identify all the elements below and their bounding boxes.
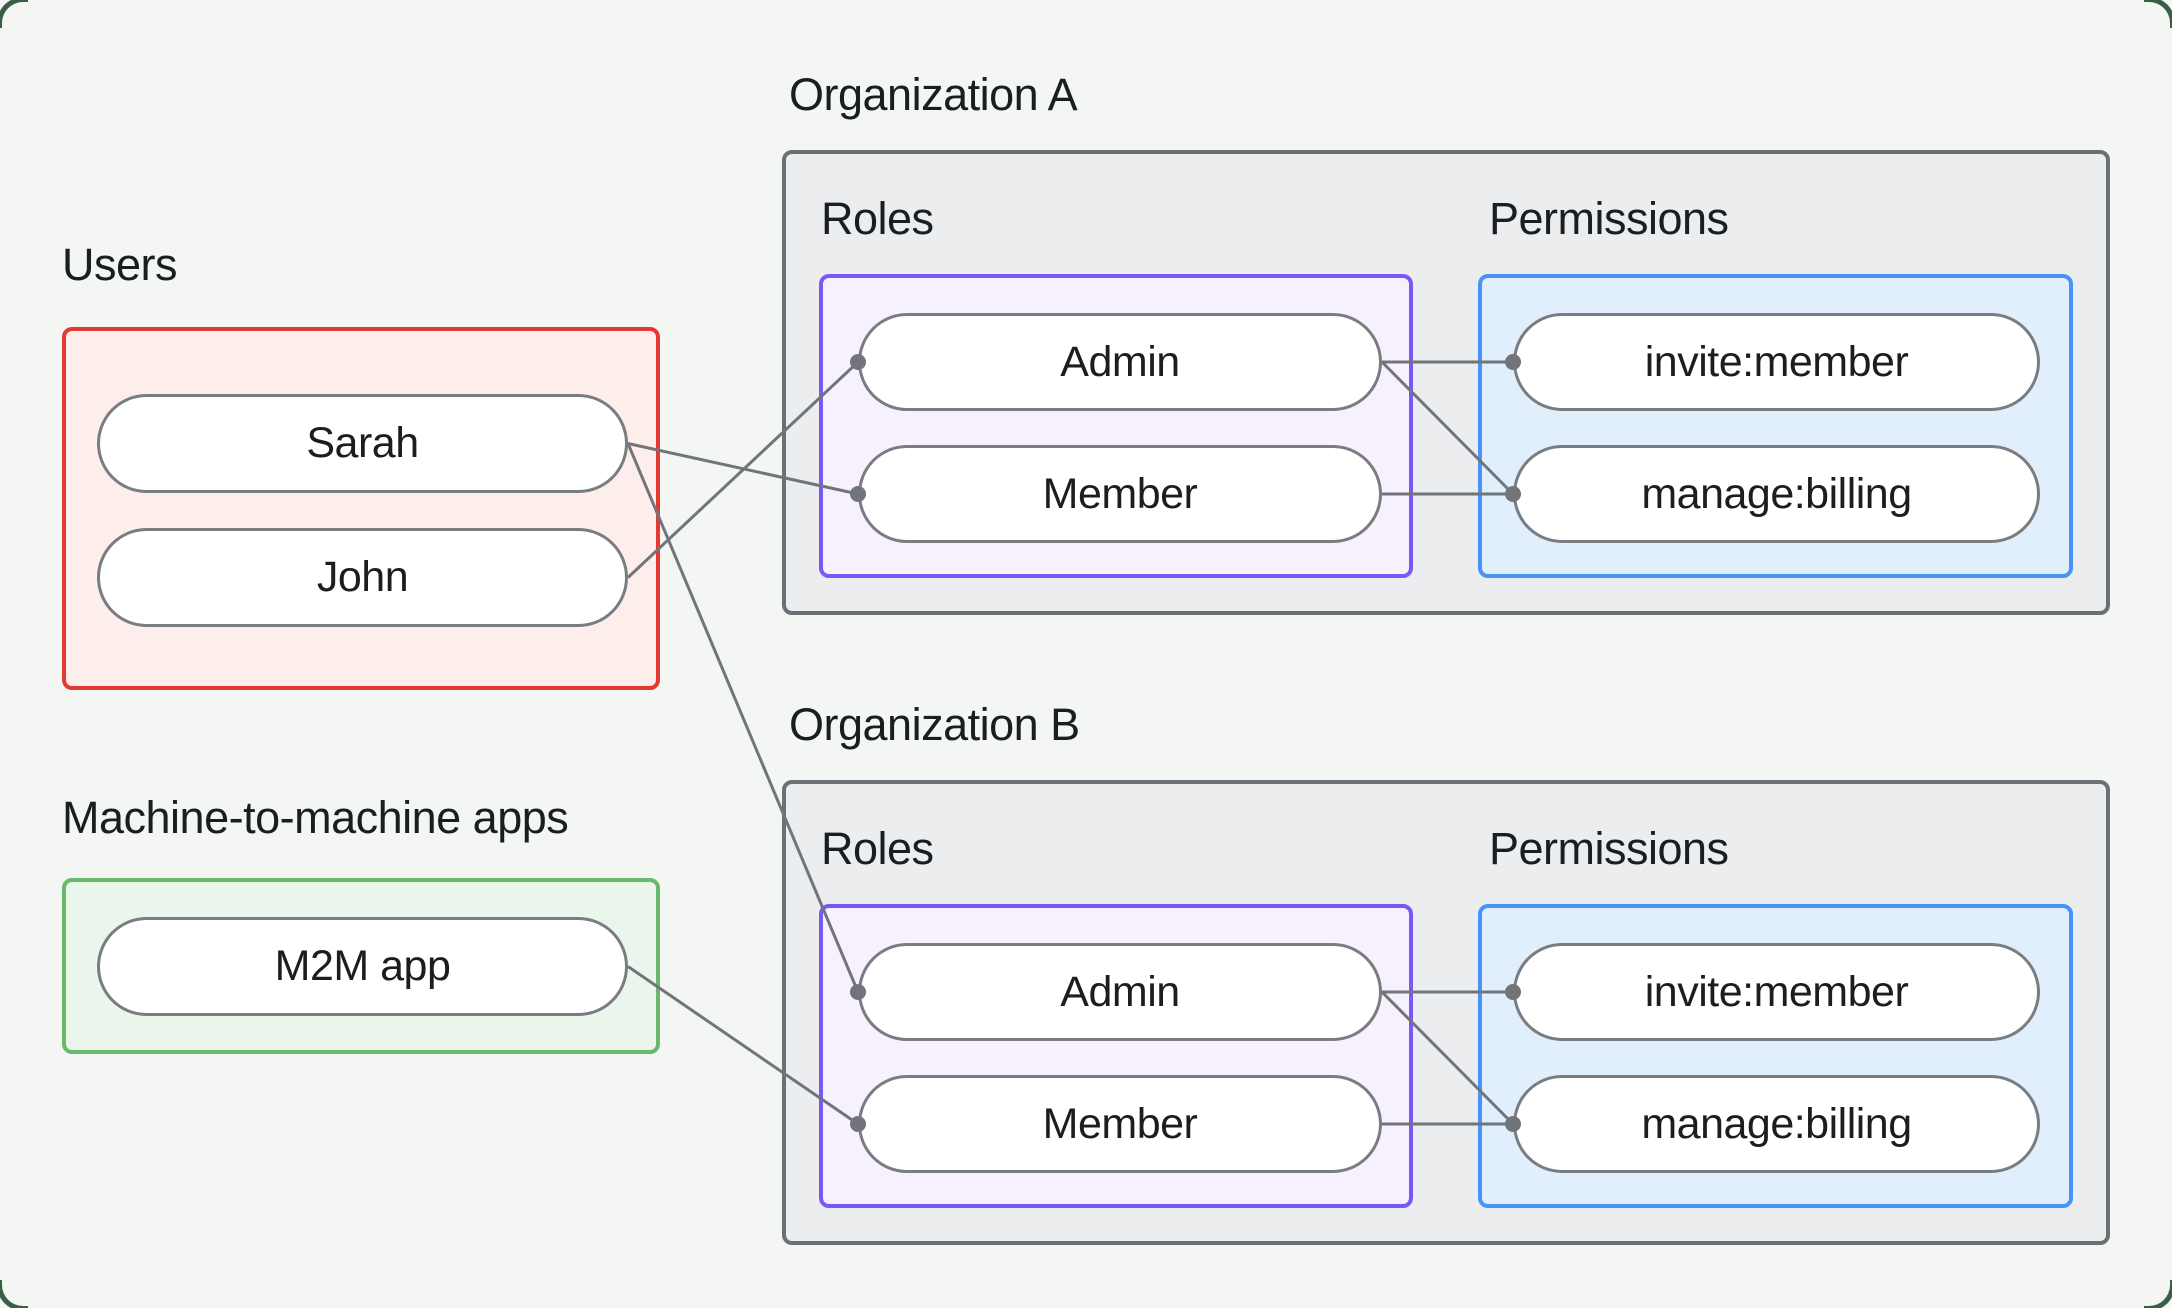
org-a-role-admin-label: Admin [1060, 337, 1180, 386]
org-a-role-pill-admin: Admin [858, 313, 1382, 411]
m2m-group-label: Machine-to-machine apps [62, 792, 569, 843]
user-pill-sarah: Sarah [97, 394, 628, 493]
users-group-box [62, 327, 660, 690]
organization-b-roles-label: Roles [821, 823, 934, 874]
organization-b-title: Organization B [789, 699, 1080, 750]
org-b-perm-invite-label: invite:member [1644, 967, 1909, 1016]
card-corner-top-right [2144, 0, 2172, 28]
org-b-role-member-label: Member [1042, 1099, 1198, 1148]
org-a-role-member-label: Member [1042, 469, 1198, 518]
organization-a: Organization A Roles Permissions Admin M… [782, 72, 2110, 615]
m2m-app-pill: M2M app [97, 917, 628, 1016]
user-pill-john-label: John [316, 553, 409, 601]
org-b-perm-manage-label: manage:billing [1641, 1099, 1912, 1148]
organization-a-title: Organization A [789, 69, 1078, 120]
org-b-role-pill-admin: Admin [858, 943, 1382, 1041]
org-b-permission-pill-invite-member: invite:member [1513, 943, 2040, 1041]
org-a-role-pill-member: Member [858, 445, 1382, 543]
user-pill-sarah-label: Sarah [306, 419, 419, 467]
org-b-permission-pill-manage-billing: manage:billing [1513, 1075, 2040, 1173]
org-a-permission-pill-invite-member: invite:member [1513, 313, 2040, 411]
org-a-permission-pill-manage-billing: manage:billing [1513, 445, 2040, 543]
users-group-label: Users [62, 239, 178, 290]
card-corner-top-left [0, 0, 28, 28]
user-pill-john: John [97, 528, 628, 627]
organization-b-permissions-label: Permissions [1489, 823, 1729, 874]
m2m-app-pill-label: M2M app [274, 942, 451, 990]
organization-a-roles-label: Roles [821, 193, 934, 244]
org-a-perm-invite-label: invite:member [1644, 337, 1909, 386]
card-corner-bottom-left [0, 1280, 28, 1308]
organization-b: Organization B Roles Permissions Admin M… [782, 702, 2110, 1245]
org-b-role-pill-member: Member [858, 1075, 1382, 1173]
organization-a-permissions-label: Permissions [1489, 193, 1729, 244]
org-b-role-admin-label: Admin [1060, 967, 1180, 1016]
card-corner-bottom-right [2144, 1280, 2172, 1308]
org-a-perm-manage-label: manage:billing [1641, 469, 1912, 518]
